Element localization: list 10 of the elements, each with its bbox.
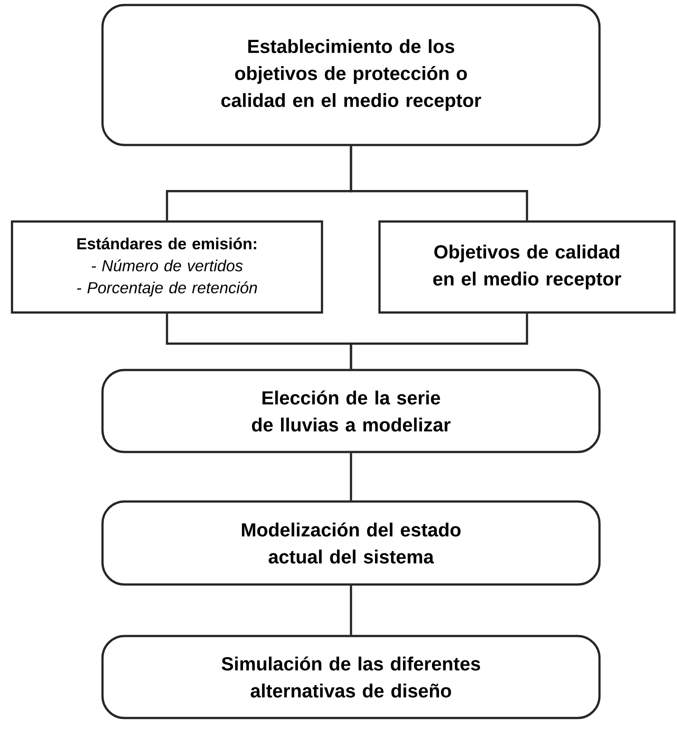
connector-line (350, 586, 352, 635)
criteria-box: Estándares de emisión: - Número de vertidos - Porcentaje de retención (10, 220, 324, 314)
connector-line (350, 314, 528, 369)
process-box: Modelización del estado actual del sistema (101, 500, 601, 586)
connector-line (350, 146, 528, 220)
process-box: Simulación de las diferentes alternativas de diseño (101, 634, 601, 720)
process-box: Elección de la serie de lluvias a modelizar (101, 368, 601, 454)
process-box: Establecimiento de los objetivos de protección o calidad en el medio receptor (101, 4, 601, 146)
criteria-box: Objetivos de calidad en el medio receptor (378, 220, 676, 314)
connector-line (350, 453, 352, 500)
